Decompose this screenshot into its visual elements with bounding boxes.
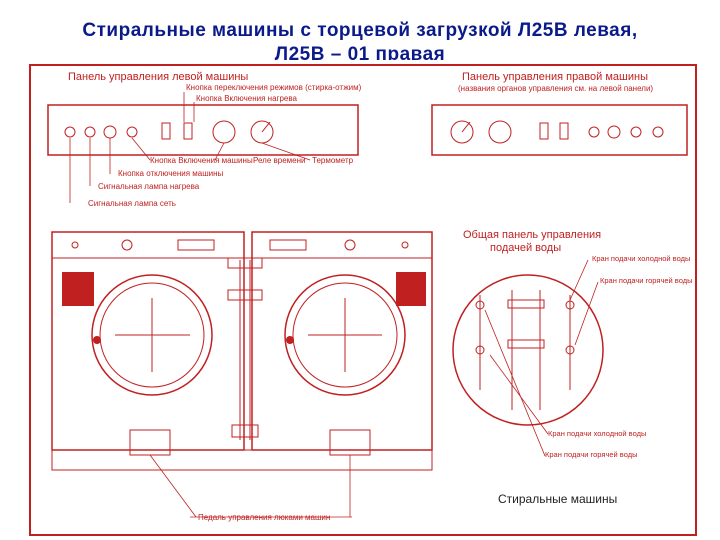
shared-water-valve-column <box>227 257 263 440</box>
callout-power-on-button: Кнопка Включения машины <box>150 156 253 165</box>
callout-heating-lamp: Сигнальная лампа нагрева <box>98 182 200 191</box>
water-callout-cold-1: Кран подачи холодной воды <box>592 254 690 263</box>
callout-power-off-button: Кнопка отключения машины <box>118 169 224 178</box>
water-panel-heading-line1: Общая панель управления <box>463 229 601 241</box>
left-panel-heading: Панель управления левой машины <box>68 71 248 83</box>
callout-mains-lamp: Сигнальная лампа сеть <box>88 199 176 208</box>
water-panel-leader-lines <box>484 259 599 457</box>
water-panel-detail-circle <box>452 274 604 426</box>
callout-heating-button: Кнопка Включения нагрева <box>196 94 298 103</box>
right-panel-subheading: (названия органов управления см. на лево… <box>458 84 653 93</box>
right-panel-controls <box>450 120 664 144</box>
left-panel-controls <box>64 120 274 144</box>
figure-caption: Стиральные машины <box>498 492 618 506</box>
diagram-title-line1: Стиральные машины с торцевой загрузкой Л… <box>82 20 638 41</box>
water-panel-heading-line2: подачей воды <box>490 242 561 254</box>
water-callout-hot-1: Кран подачи горячей воды <box>600 276 692 285</box>
left-panel-leader-lines <box>69 92 311 203</box>
left-control-panel <box>47 104 359 156</box>
callout-thermometer: Термометр <box>312 156 354 165</box>
right-washing-machine <box>251 231 433 456</box>
water-callout-hot-2: Кран подачи горячей воды <box>545 450 637 459</box>
pedal-leader-lines <box>149 454 352 518</box>
callout-timer-relay: Реле времени <box>253 156 306 165</box>
right-panel-heading: Панель управления правой машины <box>462 71 648 83</box>
right-machine-red-label-plate <box>396 272 426 306</box>
water-panel-detail <box>475 290 575 410</box>
callout-mode-switch: Кнопка переключения режимов (стирка-отжи… <box>186 83 362 92</box>
left-machine-red-label-plate <box>62 272 94 306</box>
pedal-callout: Педаль управления люками машин <box>198 513 330 522</box>
right-control-panel <box>431 104 688 156</box>
left-washing-machine <box>51 231 245 456</box>
water-callout-cold-2: Кран подачи холодной воды <box>548 429 646 438</box>
diagram-title-line2: Л25В – 01 правая <box>274 44 446 60</box>
drawing-frame <box>29 64 697 536</box>
machines-base <box>51 449 433 471</box>
